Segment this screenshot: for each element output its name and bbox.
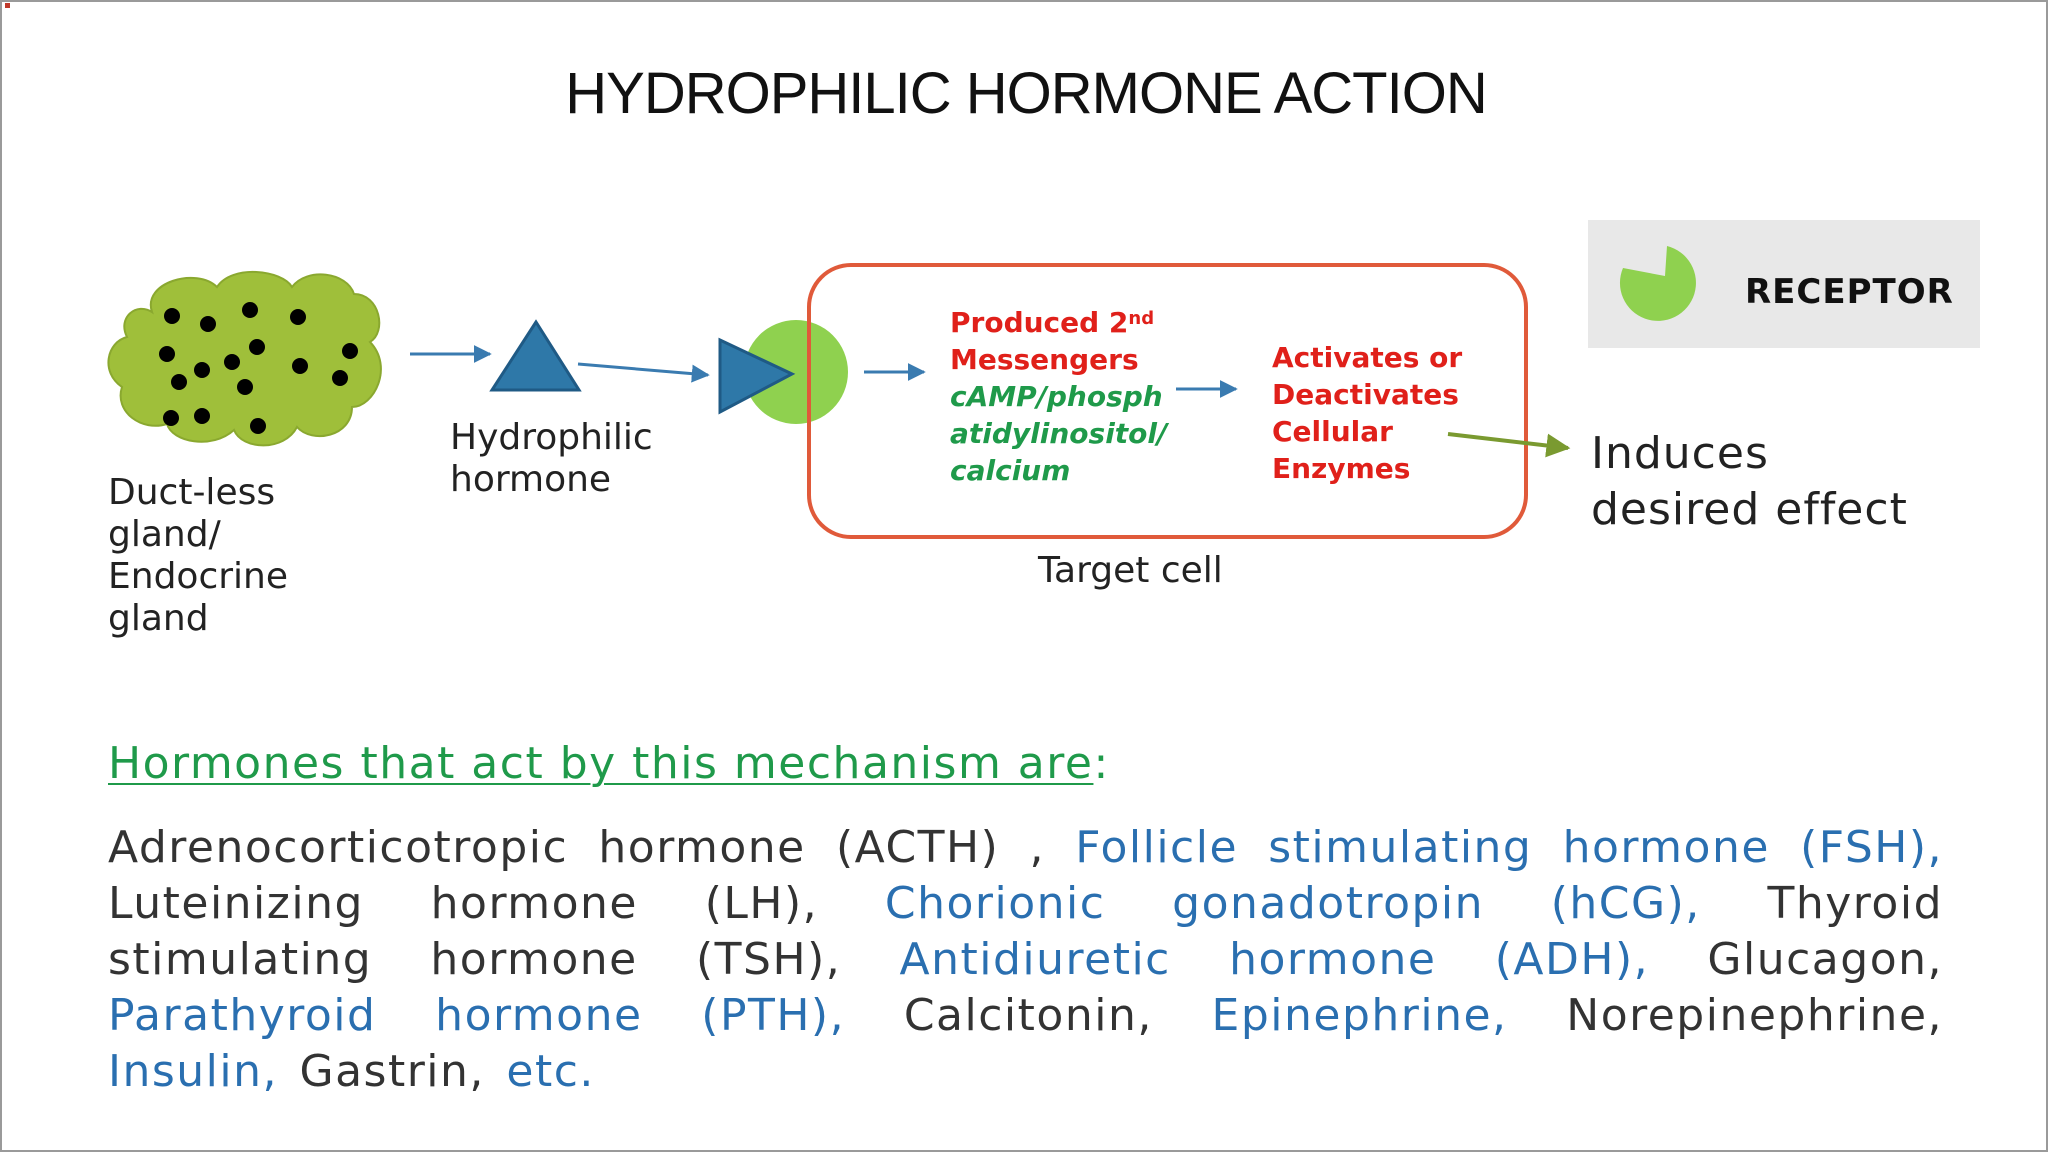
activates-line: Cellular	[1272, 415, 1393, 448]
hormone-list-item: Glucagon,	[1707, 934, 1943, 985]
hormone-list-item: Luteinizing hormone (LH),	[108, 878, 885, 929]
hormone-list-item: Follicle stimulating hormone (FSH),	[1075, 822, 1943, 873]
mechanism-heading-text: Hormones that act by this mechanism are	[108, 738, 1094, 789]
enzyme-activation-text: Activates or Deactivates Cellular Enzyme…	[1272, 339, 1462, 487]
hormone-list-item: Chorionic gonadotropin (hCG),	[884, 878, 1768, 929]
hormone-label-line: Hydrophilic	[450, 417, 653, 458]
endocrine-gland	[107, 271, 382, 447]
slide-title: HYDROPHILIC HORMONE ACTION	[565, 61, 1487, 126]
hormone-list-item: etc.	[506, 1046, 595, 1097]
legend-receptor-label: RECEPTOR	[1745, 272, 1954, 312]
activates-line: Activates or	[1272, 341, 1463, 374]
receptor-icon	[744, 320, 848, 424]
activates-line: Deactivates	[1272, 378, 1459, 411]
messenger-line: calcium	[950, 454, 1071, 487]
produced-text-line: Messengers	[950, 343, 1139, 376]
hormone-list-item: Adrenocorticotropic hormone (ACTH) ,	[108, 822, 1076, 873]
hormone-label-line: hormone	[450, 459, 612, 500]
effect-label-line: Induces	[1591, 428, 1769, 479]
ordinal-superscript: nd	[1128, 308, 1155, 329]
hormone-list-item: Epinephrine,	[1211, 990, 1567, 1041]
second-messenger-list: cAMP/phosph atidylinositol/ calcium	[950, 378, 1167, 489]
arrow-enzymes-to-effect	[1447, 432, 1571, 458]
hormone-list-item: Thyroid stimulating hormone (TSH),	[108, 878, 1943, 985]
hormone-list-item: Gastrin,	[299, 1046, 507, 1097]
effect-label-line: desired effect	[1591, 484, 1908, 535]
hormone-list: Adrenocorticotropic hormone (ACTH) , Fol…	[108, 820, 1943, 1100]
messenger-line: cAMP/phosph	[950, 380, 1163, 413]
gland-label-line: gland	[108, 598, 209, 639]
hormone-list-item: Parathyroid hormone (PTH),	[108, 990, 904, 1041]
arrow-hormone-to-receptor	[577, 362, 710, 383]
second-messenger-heading: Produced 2nd Messengers	[950, 304, 1154, 378]
hormone-list-item: Antidiuretic hormone (ADH),	[899, 934, 1708, 985]
gland-label: Duct-less gland/ Endocrine gland	[108, 472, 288, 640]
mechanism-heading-colon: :	[1093, 738, 1110, 789]
activates-line: Enzymes	[1272, 452, 1411, 485]
app-icon	[5, 2, 10, 8]
hormone-label: Hydrophilic hormone	[450, 417, 653, 501]
bound-hormone-icon	[718, 337, 796, 415]
hormone-triangle-icon	[489, 319, 582, 392]
mechanism-heading: Hormones that act by this mechanism are:	[108, 738, 1110, 789]
gland-label-line: Endocrine	[108, 556, 288, 597]
hormone-list-item: Calcitonin,	[903, 990, 1212, 1041]
window-bar	[2, 2, 2046, 8]
effect-label: Induces desired effect	[1591, 426, 1908, 538]
messenger-line: atidylinositol/	[950, 417, 1168, 450]
target-cell	[807, 263, 1528, 539]
gland-cells	[159, 302, 358, 434]
gland-label-line: gland/	[108, 514, 221, 555]
hormone-list-item: Norepinephrine,	[1566, 990, 1943, 1041]
target-cell-label: Target cell	[1038, 550, 1223, 591]
hormone-list-item: Insulin,	[108, 1046, 300, 1097]
gland-label-line: Duct-less	[108, 472, 276, 513]
legend-receptor-shape-icon	[1619, 246, 1696, 321]
produced-text-line: Produced 2	[950, 306, 1129, 339]
